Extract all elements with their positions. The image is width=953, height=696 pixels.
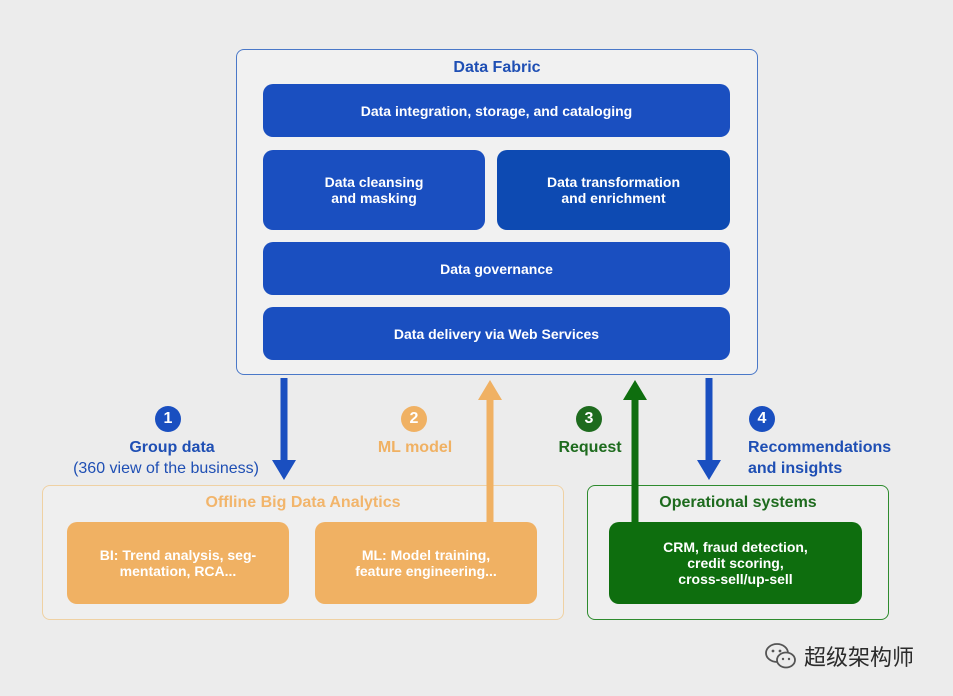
operational-systems-box: CRM, fraud detection, credit scoring, cr…: [609, 522, 862, 604]
step-3-badge: 3: [576, 406, 602, 432]
arrow-request: [623, 380, 647, 522]
data-transformation-box: Data transformation and enrichment: [497, 150, 730, 230]
step-2-label: ML model: [377, 439, 453, 456]
data-governance-box: Data governance: [263, 242, 730, 295]
arrow-group-data: [272, 378, 296, 480]
watermark-text: 超级架构师: [804, 646, 915, 671]
wechat-icon: [765, 643, 796, 669]
step-4-badge: 4: [749, 406, 775, 432]
ml-box: ML: Model training, feature engineering.…: [315, 522, 537, 604]
operational-systems-title: Operational systems: [659, 494, 817, 511]
step-1-sublabel: (360 view of the business): [73, 460, 259, 477]
data-delivery-box: Data delivery via Web Services: [263, 307, 730, 360]
step-1-label: Group data: [129, 439, 215, 456]
data-fabric-title: Data Fabric: [453, 59, 541, 76]
step-4-label: Recommendations: [748, 439, 892, 456]
arrow-recommendations: [697, 378, 721, 480]
bi-box: BI: Trend analysis, seg- mentation, RCA.…: [67, 522, 289, 604]
offline-analytics-title: Offline Big Data Analytics: [205, 494, 401, 511]
data-integration-box: Data integration, storage, and catalogin…: [263, 84, 730, 137]
step-1-badge: 1: [155, 406, 181, 432]
step-3-label: Request: [558, 439, 622, 456]
arrow-ml-model: [478, 380, 502, 522]
watermark: 超级架构师: [764, 640, 914, 672]
step-2-badge: 2: [401, 406, 427, 432]
data-cleansing-box: Data cleansing and masking: [263, 150, 485, 230]
step-4-sublabel: and insights: [748, 460, 843, 477]
